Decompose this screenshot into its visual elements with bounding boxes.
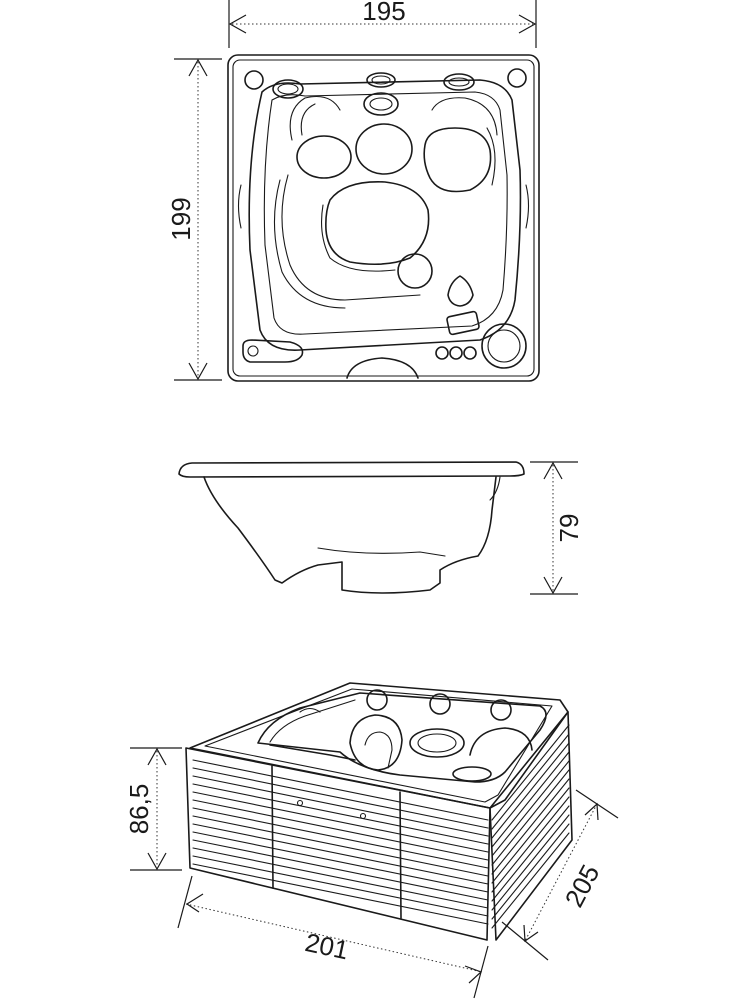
top-view: 195 199 bbox=[166, 0, 540, 382]
top-width-dimension: 195 bbox=[228, 0, 537, 48]
seat-icon bbox=[355, 123, 413, 175]
iso-top-deck bbox=[189, 682, 569, 809]
button-icon bbox=[435, 346, 449, 360]
side-length-label: 205 bbox=[559, 860, 606, 912]
iso-front-panel bbox=[185, 747, 491, 941]
button-icon bbox=[449, 346, 463, 360]
corner-fitting-icon bbox=[244, 70, 264, 90]
side-view: 79 bbox=[178, 461, 584, 595]
side-length-dimension: 205 bbox=[501, 789, 619, 961]
side-height-label: 79 bbox=[554, 514, 584, 543]
side-height-dimension: 79 bbox=[530, 461, 584, 595]
side-basin-profile bbox=[203, 476, 497, 594]
side-rim bbox=[178, 461, 525, 478]
seat-icon bbox=[296, 135, 352, 179]
panel-divider bbox=[271, 765, 274, 889]
button-icon bbox=[463, 346, 477, 360]
headrest-icon bbox=[366, 72, 396, 88]
front-width-label: 201 bbox=[303, 927, 352, 965]
top-depth-dimension: 199 bbox=[166, 58, 222, 381]
front-width-dimension: 201 bbox=[177, 875, 489, 999]
drain-icon bbox=[481, 323, 527, 369]
lounger-icon bbox=[325, 181, 430, 266]
headrest-icon bbox=[443, 73, 475, 91]
iso-side-panel bbox=[489, 711, 573, 941]
seat-icon bbox=[423, 127, 492, 193]
isometric-view: 86,5 201 205 bbox=[124, 682, 619, 999]
tub-outer-rim bbox=[227, 54, 540, 382]
cabinet-height-label: 86,5 bbox=[124, 784, 154, 835]
control-panel-icon bbox=[446, 310, 480, 336]
panel-divider bbox=[399, 791, 402, 919]
basin-outline bbox=[248, 79, 522, 351]
cabinet-height-dimension: 86,5 bbox=[124, 747, 182, 871]
top-depth-label: 199 bbox=[166, 197, 196, 240]
top-width-label: 195 bbox=[362, 0, 405, 26]
filter-icon bbox=[447, 275, 474, 307]
corner-fitting-icon bbox=[507, 68, 527, 88]
headrest-icon bbox=[272, 79, 304, 99]
